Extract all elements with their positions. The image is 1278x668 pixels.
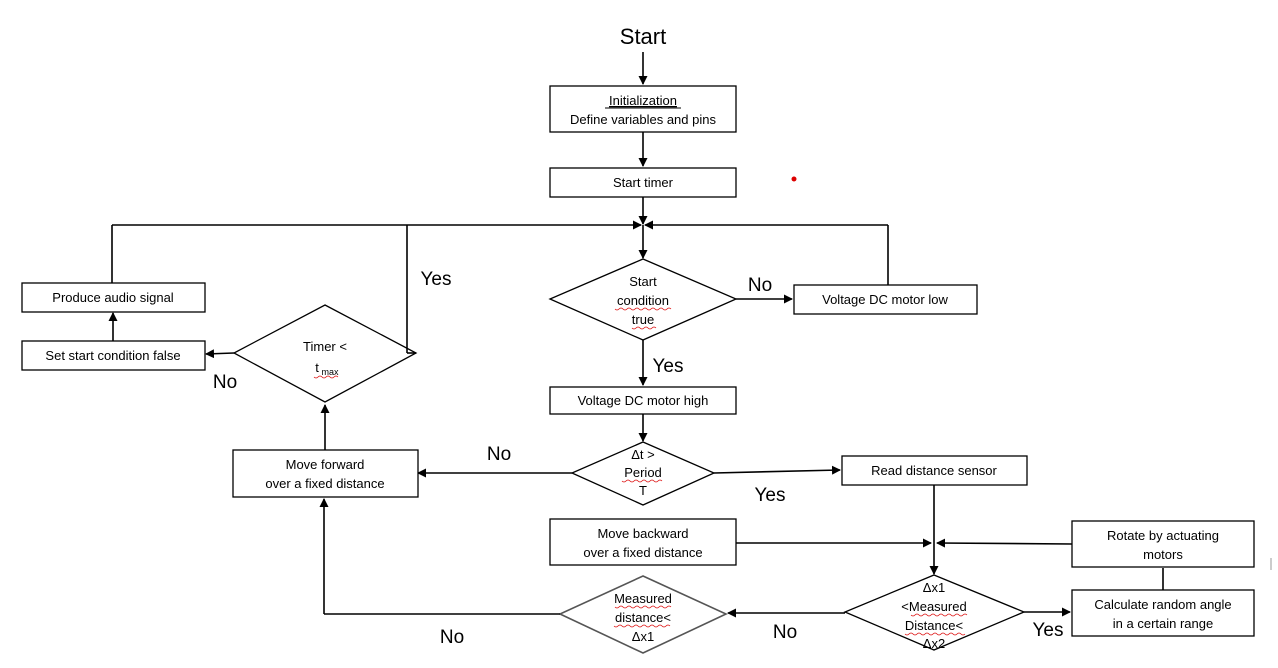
label-no-meas1: No (440, 627, 464, 648)
audio-box (21, 282, 206, 313)
motor-low-label: Voltage DC motor low (822, 292, 948, 307)
calc-angle-line1: Calculate random angle (1094, 597, 1231, 612)
spell-squiggle (614, 307, 672, 311)
spell-squiggle (631, 326, 657, 330)
calc-angle-line2: in a certain range (1113, 616, 1213, 631)
meas2-line3: Distance< (905, 618, 963, 633)
set-false-label: Set start condition false (45, 348, 180, 363)
start-cond-line2: condition (617, 293, 669, 308)
label-no-timer: No (213, 372, 237, 393)
timer-diamond (232, 304, 418, 403)
spell-squiggle (904, 632, 966, 636)
start-label: Start (620, 24, 666, 49)
meas1-line1: Measured (614, 591, 672, 606)
set-false-box (21, 340, 206, 371)
spell-squiggle (313, 375, 339, 379)
rotate-line2: motors (1143, 547, 1183, 562)
move-backward-line1: Move backward (597, 526, 688, 541)
spell-squiggle (910, 613, 968, 617)
spell-squiggle (614, 605, 672, 609)
start-timer-label: Start timer (613, 175, 674, 190)
label-yes-start: Yes (653, 356, 684, 377)
timer-line2: t (315, 360, 319, 375)
label-no-start: No (748, 275, 772, 296)
red-dot (791, 176, 797, 182)
meas1-line2: distance< (615, 610, 671, 625)
label-no-dt: No (487, 444, 511, 465)
motor-high-box (549, 386, 737, 415)
label-yes-meas2: Yes (1033, 620, 1064, 641)
dt-line1: Δt > (631, 447, 655, 462)
move-forward-box (232, 449, 419, 498)
timer-subscript: max (321, 367, 339, 377)
meas1-line3: Δx1 (632, 629, 654, 644)
motor-low-box (793, 284, 978, 315)
move-forward-line2: over a fixed distance (265, 476, 384, 491)
rotate-box (1071, 520, 1255, 568)
meas2-line1: Δx1 (923, 580, 945, 595)
move-backward-box (549, 518, 737, 566)
audio-label: Produce audio signal (52, 290, 174, 305)
arrow-rotate-merge (936, 538, 1073, 548)
read-sensor-label: Read distance sensor (871, 463, 997, 478)
start-timer-box (549, 167, 737, 198)
label-yes-timer: Yes (421, 269, 452, 290)
meas2-line2: <Measured (901, 599, 966, 614)
dt-line3: T (639, 483, 647, 498)
init-title: Initialization (609, 93, 677, 108)
calc-angle-box (1071, 589, 1255, 637)
arrow-timer-setfalse (205, 349, 235, 359)
start-cond-line1: Start (629, 274, 657, 289)
dt-line2: Period (624, 465, 662, 480)
label-no-meas2: No (773, 622, 797, 643)
start-cond-line3: true (632, 312, 654, 327)
arrow-dt-read (713, 465, 841, 475)
measured-diamond-2 (843, 574, 1026, 651)
meas2-line4: Δx2 (923, 636, 945, 651)
motor-high-label: Voltage DC motor high (578, 393, 709, 408)
timer-line1: Timer < (303, 339, 347, 354)
move-forward-line1: Move forward (286, 457, 365, 472)
label-yes-dt: Yes (755, 485, 786, 506)
move-backward-line2: over a fixed distance (583, 545, 702, 560)
spell-squiggle (621, 479, 663, 483)
rotate-line1: Rotate by actuating (1107, 528, 1219, 543)
read-sensor-box (841, 455, 1028, 486)
spell-squiggle (613, 624, 671, 628)
measured-diamond-1 (558, 575, 728, 654)
init-sub: Define variables and pins (570, 112, 716, 127)
dt-diamond (570, 441, 716, 506)
